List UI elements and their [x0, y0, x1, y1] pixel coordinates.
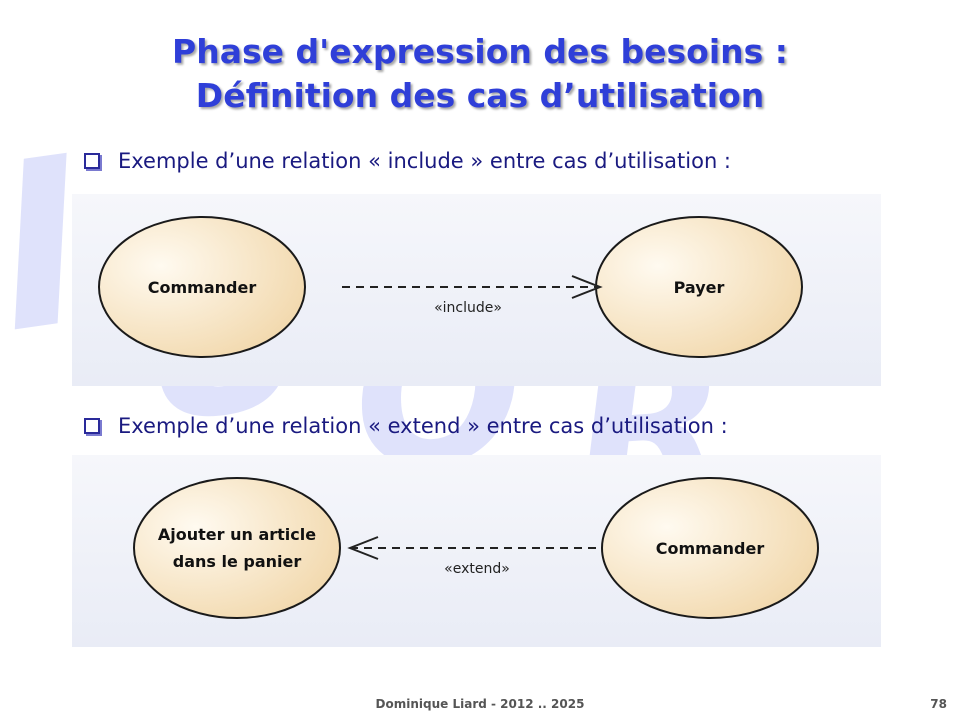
usecase-ajouter-label-line1: Ajouter un article [158, 525, 316, 544]
include-relation-label: «include» [434, 300, 502, 316]
extend-diagram: Ajouter un article dans le panier Comman… [133, 477, 819, 619]
usecase-ajouter-label-line2: dans le panier [173, 552, 302, 571]
include-arrowhead-icon [571, 275, 603, 299]
checkbox-bullet-icon [84, 153, 100, 169]
slide-title-line2: Définition des cas d’utilisation [195, 76, 765, 115]
page-number: 78 [930, 697, 947, 711]
bullet-extend: Exemple d’une relation « extend » entre … [84, 414, 728, 438]
usecase-commander [98, 216, 306, 358]
usecase-payer-label: Payer [674, 278, 725, 297]
extend-diagram-panel: Ajouter un article dans le panier Comman… [72, 455, 881, 647]
bullet-extend-text: Exemple d’une relation « extend » entre … [118, 414, 728, 438]
extend-arrowhead-icon [347, 536, 379, 560]
bullet-include-text: Exemple d’une relation « include » entre… [118, 149, 732, 173]
bullet-include: Exemple d’une relation « include » entre… [84, 149, 731, 173]
usecase-commander-label: Commander [148, 278, 257, 297]
checkbox-bullet-icon [84, 418, 100, 434]
usecase-ajouter-article [133, 477, 341, 619]
usecase-commander-extend [601, 477, 819, 619]
slide-title: Phase d'expression des besoins : Définit… [0, 30, 960, 118]
include-diagram: Commander Payer «include» [98, 216, 803, 358]
extend-relation-label: «extend» [444, 561, 510, 577]
include-diagram-panel: Commander Payer «include» [72, 194, 881, 386]
footer-author: Dominique Liard - 2012 .. 2025 [375, 697, 585, 711]
usecase-commander-extend-label: Commander [656, 539, 765, 558]
slide-title-line1: Phase d'expression des besoins : [172, 32, 788, 71]
